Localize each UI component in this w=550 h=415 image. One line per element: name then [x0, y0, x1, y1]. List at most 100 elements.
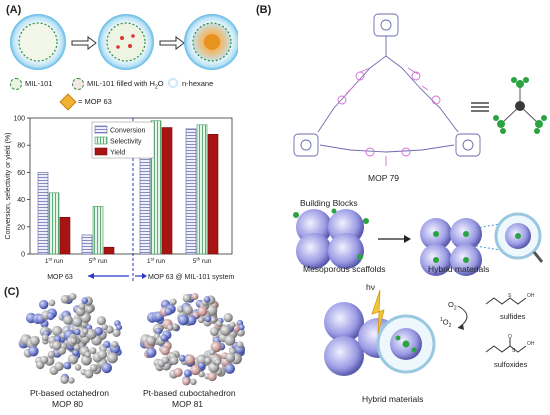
group-label-mop63: MOP 63	[47, 274, 73, 281]
atom	[84, 369, 94, 379]
mop63-icon	[59, 93, 77, 111]
legend-hexane: n-hexane	[182, 79, 214, 88]
atom	[40, 355, 49, 364]
sphere-empty	[10, 14, 66, 70]
hv-label: hν	[366, 282, 375, 292]
y-tick-label: 20	[17, 224, 25, 231]
atom	[238, 324, 245, 331]
atom	[28, 346, 39, 357]
atom	[101, 362, 113, 374]
atom	[146, 335, 156, 346]
atom	[54, 335, 62, 343]
bar-selectivity	[92, 206, 104, 255]
y-tick-label: 0	[21, 252, 25, 259]
svg-text:S: S	[512, 348, 516, 354]
atom	[81, 297, 88, 304]
atom	[68, 377, 75, 384]
category-label: 1st run	[147, 257, 166, 266]
atom	[215, 320, 223, 327]
atom	[73, 343, 81, 351]
bar-yield	[161, 127, 173, 255]
atom	[178, 354, 186, 362]
atom	[225, 352, 236, 363]
atom	[196, 354, 207, 365]
atom	[89, 347, 97, 355]
atom	[173, 367, 183, 377]
bar-conversion	[185, 128, 197, 255]
svg-text:S: S	[508, 293, 512, 299]
o2-label: O2	[448, 300, 457, 312]
scheme-legend: MIL-101 MIL-101 filled with H2O n-hexane…	[8, 77, 240, 111]
group-label-mop63-mil101: MOP 63 @ MIL-101 system	[148, 274, 235, 281]
mesoporous-scaffold-image	[293, 208, 369, 269]
atom	[67, 354, 79, 365]
atom	[111, 340, 119, 348]
sphere-water-filled	[98, 14, 154, 70]
atom	[70, 338, 77, 344]
atom	[229, 321, 236, 328]
bar-yield	[59, 216, 71, 255]
mop80-caption-line2: MOP 80	[52, 399, 84, 409]
y-tick-label: 100	[13, 116, 25, 123]
atom	[209, 349, 216, 356]
atom	[154, 327, 162, 335]
atom	[182, 293, 192, 303]
mil101-loading-scheme	[10, 14, 238, 70]
legend-label: Yield	[110, 150, 125, 157]
legend-mil101-water: MIL-101 filled with H2O	[87, 79, 164, 91]
atom	[210, 341, 222, 353]
legend-swatch	[94, 136, 108, 145]
sulfide-structure: S OH	[485, 293, 535, 305]
panel-label-b: (B)	[256, 4, 272, 16]
atom	[103, 340, 111, 349]
atom	[74, 364, 82, 371]
atom	[224, 334, 236, 346]
atom	[89, 364, 98, 372]
mop80-caption-line1: Pt-based octahedron	[30, 388, 109, 398]
atom	[197, 316, 205, 324]
arrow-right-icon	[142, 273, 147, 279]
panel-label-c: (C)	[4, 286, 20, 298]
mop81-caption-line2: MOP 81	[172, 399, 204, 409]
atom	[63, 315, 73, 325]
svg-text:OH: OH	[527, 341, 535, 347]
hybrid-materials-label-1: Hybrid materials	[428, 264, 490, 274]
legend-mil101: MIL-101	[25, 79, 53, 88]
atom	[60, 375, 69, 384]
atom	[69, 293, 77, 301]
legend-swatch	[94, 147, 108, 156]
atom	[72, 349, 80, 356]
atom	[112, 328, 121, 337]
bar-conversion	[81, 234, 93, 255]
atom	[161, 356, 169, 364]
atom	[97, 349, 108, 360]
atom	[106, 352, 118, 364]
sulfoxides-label: sulfoxides	[494, 360, 528, 369]
atom	[52, 340, 62, 351]
atom	[85, 328, 97, 340]
atom	[210, 316, 217, 323]
atom	[209, 327, 219, 336]
atom	[183, 369, 192, 377]
atom	[170, 298, 177, 306]
mesoporous-label: Mesoporous scaffolds	[303, 264, 386, 274]
singlet-o2-label: 1O2	[440, 317, 452, 329]
atom	[47, 350, 55, 359]
atom	[160, 345, 170, 356]
photocatalysis-image	[324, 290, 436, 376]
atom	[81, 328, 89, 335]
atom	[160, 334, 168, 342]
plot-frame	[29, 117, 233, 255]
atom	[146, 347, 157, 358]
mop79-schematic	[493, 77, 547, 134]
arrow-right-icon	[159, 36, 185, 50]
arrow-left-icon	[88, 273, 94, 279]
mil101-icon	[10, 78, 22, 90]
atom	[236, 341, 244, 349]
category-label: 1st run	[45, 257, 64, 266]
category-label: 5th run	[193, 257, 212, 266]
atom	[204, 357, 212, 365]
atom	[72, 316, 83, 327]
svg-text:O: O	[508, 334, 512, 340]
